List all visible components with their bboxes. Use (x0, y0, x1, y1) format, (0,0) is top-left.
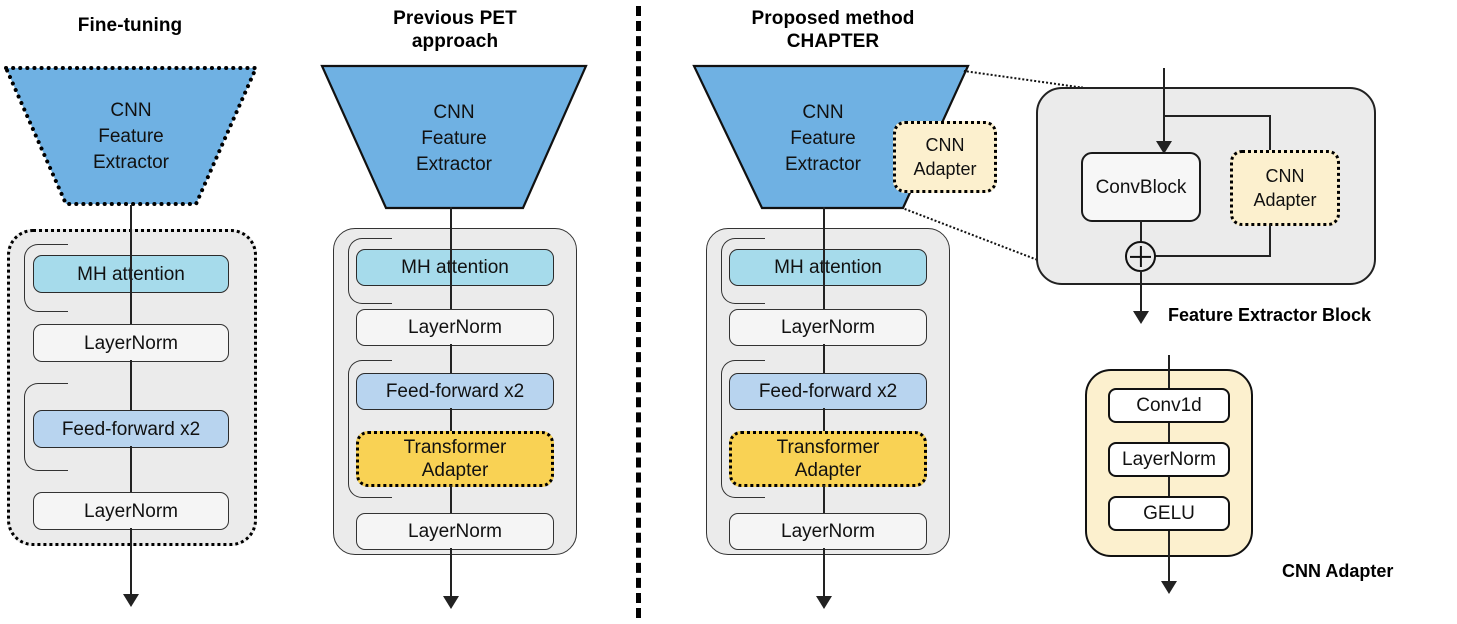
connector-2b (450, 344, 453, 390)
output-arrowhead-1 (123, 594, 139, 607)
fe-input-arrowhead-inner (1156, 141, 1172, 154)
residual-bracket-ffwd-1 (24, 383, 68, 471)
column-title-previous-pet-line2: approach (411, 31, 499, 52)
fe-cnn-adapter[interactable]: CNN Adapter (1230, 150, 1340, 226)
column-title-fine-tuning: Fine-tuning (77, 15, 183, 36)
residual-bracket-attention-1 (24, 244, 68, 312)
callout-leader-top (963, 70, 1083, 89)
block-layernorm-1a[interactable]: LayerNorm (33, 324, 229, 362)
output-arrow-line-2 (450, 548, 453, 598)
fe-branch-down-to-adapter (1269, 115, 1272, 153)
output-arrowhead-3 (816, 596, 832, 609)
cnn-feature-extractor-2: CNN Feature Extractor (318, 62, 590, 212)
fe-adapter-to-plus (1150, 255, 1271, 258)
block-layernorm-3b[interactable]: LayerNorm (729, 513, 927, 550)
fe-output-line (1140, 270, 1143, 314)
connector-3d (823, 485, 826, 525)
fe-convblock-to-plus (1140, 220, 1143, 246)
connector-2c (450, 408, 453, 438)
fe-convblock[interactable]: ConvBlock (1081, 152, 1201, 222)
column-title-previous-pet-line1: Previous PET (393, 8, 517, 29)
ca-layer-conv1d[interactable]: Conv1d (1108, 388, 1230, 423)
connector-2a (450, 228, 453, 311)
block-layernorm-1b[interactable]: LayerNorm (33, 492, 229, 530)
fe-adapter-down (1269, 224, 1272, 256)
residual-bracket-ffwd-3 (721, 360, 765, 498)
connector-3a (823, 228, 826, 311)
connector-1a (130, 229, 133, 326)
block-layernorm-2a[interactable]: LayerNorm (356, 309, 554, 346)
block-feed-forward-1[interactable]: Feed-forward x2 (33, 410, 229, 448)
residual-bracket-attention-3 (721, 238, 765, 304)
output-arrow-line-3 (823, 548, 826, 598)
ca-layer-gelu[interactable]: GELU (1108, 496, 1230, 531)
block-layernorm-3a[interactable]: LayerNorm (729, 309, 927, 346)
block-mh-attention-3[interactable]: MH attention (729, 249, 927, 286)
block-feed-forward-3[interactable]: Feed-forward x2 (729, 373, 927, 410)
output-arrow-line-1 (130, 528, 133, 596)
connector-3c (823, 408, 826, 438)
ca-output-line (1168, 552, 1171, 584)
cnn-adapter-badge-3[interactable]: CNN Adapter (893, 121, 997, 193)
fe-add-operator (1125, 241, 1156, 272)
connector-1c (130, 446, 133, 512)
connector-1b (130, 360, 133, 414)
ca-layer-layernorm[interactable]: LayerNorm (1108, 442, 1230, 477)
feature-extractor-block-caption: Feature Extractor Block (1168, 305, 1372, 325)
connector-2d (450, 485, 453, 525)
connector-3b (823, 344, 826, 390)
ca-output-arrowhead (1161, 581, 1177, 594)
residual-bracket-attention-2 (348, 238, 392, 304)
cnn-feature-extractor-1: CNN Feature Extractor (0, 62, 262, 210)
block-mh-attention-2[interactable]: MH attention (356, 249, 554, 286)
block-feed-forward-2[interactable]: Feed-forward x2 (356, 373, 554, 410)
column-title-previous-pet: Previous PET approach (325, 7, 585, 53)
block-transformer-adapter-2[interactable]: Transformer Adapter (356, 431, 554, 487)
section-divider (636, 6, 641, 618)
column-title-proposed-line1: Proposed method (751, 8, 915, 29)
column-title-proposed-line2: CHAPTER (786, 31, 880, 52)
residual-bracket-ffwd-2 (348, 360, 392, 498)
output-arrowhead-2 (443, 596, 459, 609)
column-title-proposed-method: Proposed method CHAPTER (690, 7, 976, 53)
block-layernorm-2b[interactable]: LayerNorm (356, 513, 554, 550)
fe-branch-top-line (1163, 115, 1271, 118)
cnn-adapter-caption: CNN Adapter (1282, 561, 1394, 581)
block-transformer-adapter-3[interactable]: Transformer Adapter (729, 431, 927, 487)
fe-output-arrowhead (1133, 311, 1149, 324)
